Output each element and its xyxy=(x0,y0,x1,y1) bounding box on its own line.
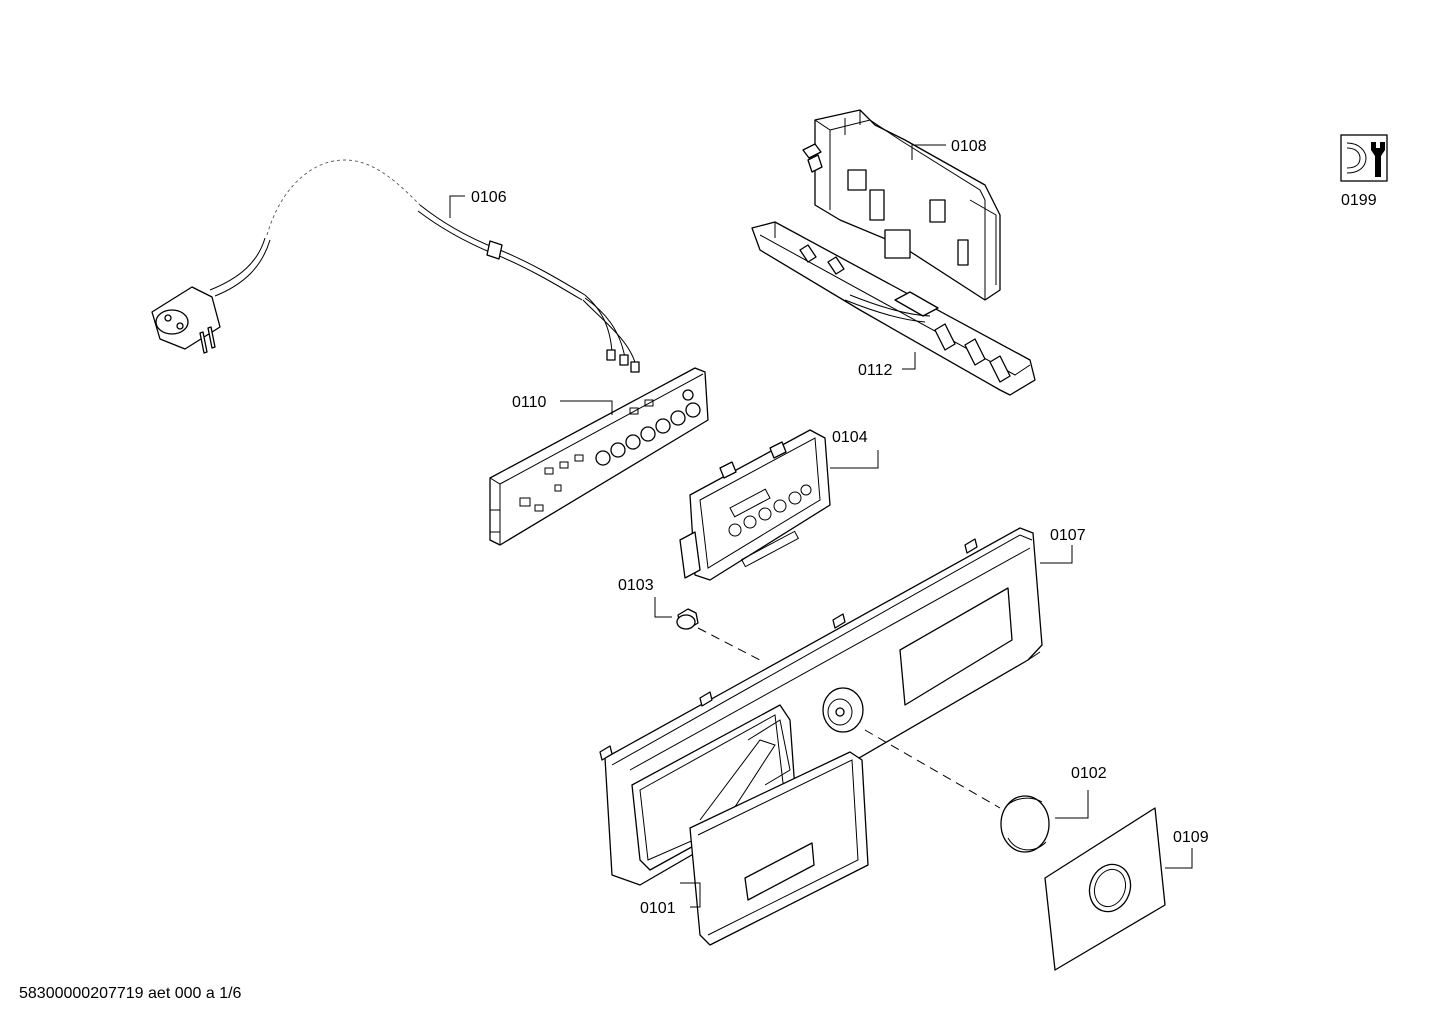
button-carrier[interactable] xyxy=(679,429,831,581)
cover-plate[interactable] xyxy=(1044,807,1166,971)
part-number-0103: 0103 xyxy=(618,577,654,594)
callout-0107: 0107 xyxy=(1040,527,1086,564)
callout-0103: 0103 xyxy=(618,577,672,618)
part-number-0102: 0102 xyxy=(1071,765,1107,782)
part-number-0101: 0101 xyxy=(640,900,676,917)
board-knobs xyxy=(595,389,701,466)
callout-0108: 0108 xyxy=(911,138,987,160)
circuit-board[interactable] xyxy=(489,367,709,546)
drawing-reference-footer: 58300000207719 aet 000 a 1/6 xyxy=(19,985,242,1002)
callout-0110: 0110 xyxy=(512,394,613,415)
small-button[interactable] xyxy=(676,608,699,630)
part-number-0199: 0199 xyxy=(1341,192,1377,209)
part-number-0108: 0108 xyxy=(951,138,987,155)
part-number-0110: 0110 xyxy=(512,394,547,411)
part-number-0104: 0104 xyxy=(832,429,868,446)
board-components xyxy=(489,399,654,533)
selector-knob[interactable] xyxy=(1000,795,1050,853)
callout-0101: 0101 xyxy=(640,882,701,917)
part-number-0107: 0107 xyxy=(1050,527,1086,544)
drawer-handle[interactable] xyxy=(689,751,869,946)
service-wrench-icon[interactable] xyxy=(1340,134,1388,182)
callout-0112: 0112 xyxy=(858,352,916,379)
mounting-rail[interactable] xyxy=(751,221,1036,396)
callout-0102: 0102 xyxy=(1055,765,1107,819)
callout-0106: 0106 xyxy=(449,189,507,218)
part-number-0106: 0106 xyxy=(471,189,507,206)
callout-0109: 0109 xyxy=(1165,829,1209,869)
assembly-line-0102 xyxy=(864,729,1001,809)
fascia-panel[interactable] xyxy=(599,527,1043,886)
callout-0104: 0104 xyxy=(830,429,879,469)
control-module[interactable] xyxy=(802,109,1001,301)
carrier-buttons xyxy=(728,484,812,568)
assembly-line-0103 xyxy=(697,627,761,661)
power-cable[interactable] xyxy=(151,159,640,373)
part-number-0112: 0112 xyxy=(858,362,893,379)
part-number-0109: 0109 xyxy=(1173,829,1209,846)
